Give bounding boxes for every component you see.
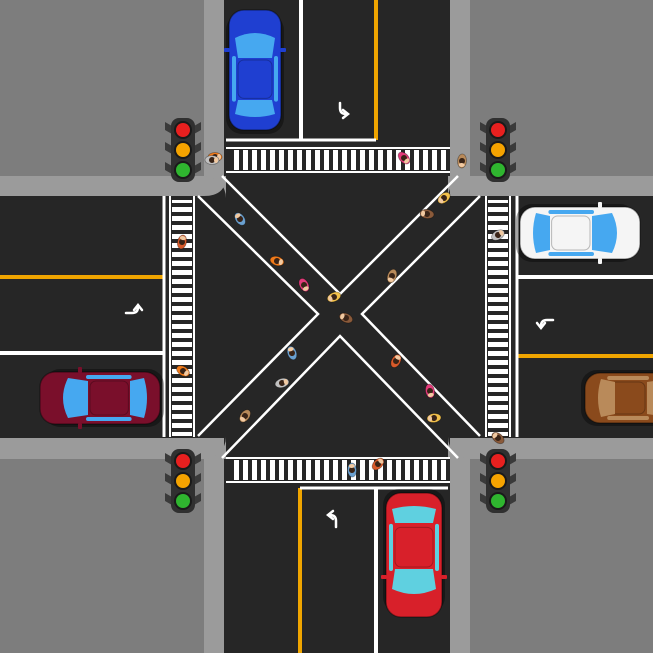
pedestrian [386, 268, 398, 284]
green-lamp [176, 494, 190, 508]
red-lamp [176, 454, 190, 468]
amber-lamp [491, 143, 505, 157]
pedestrian [274, 377, 290, 389]
pedestrian [176, 365, 190, 377]
car-white-eastbound-lane [516, 202, 641, 264]
pedestrian [426, 413, 442, 423]
crosswalk-north [230, 150, 448, 170]
pedestrian [338, 312, 354, 324]
arrow-south-left-turn [325, 509, 338, 529]
traffic-lights [165, 118, 516, 513]
vehicles [39, 9, 653, 618]
pedestrian [424, 383, 436, 399]
pedestrian [347, 462, 357, 478]
traffic-light-northeast [480, 118, 516, 182]
pedestrian [234, 212, 246, 226]
green-lamp [491, 163, 505, 177]
car-brown-partial [581, 370, 653, 426]
red-lamp [491, 454, 505, 468]
arrow-north-right-turn [338, 101, 351, 120]
pedestrian [286, 345, 298, 361]
pedestrian [326, 291, 342, 303]
car-maroon-westbound-lane [39, 367, 164, 429]
traffic-light-southwest [165, 449, 201, 513]
arrow-east-left-turn [535, 318, 555, 331]
pedestrian [491, 431, 505, 445]
pedestrian [390, 354, 402, 368]
amber-lamp [176, 474, 190, 488]
pedestrian [298, 278, 310, 292]
crosswalk-south [230, 460, 448, 480]
pedestrian [419, 209, 435, 219]
car-red-southbound-lane [381, 489, 447, 618]
crosswalk-east [488, 200, 508, 436]
arrow-west-right-turn [124, 302, 144, 315]
crosswalks [169, 147, 511, 483]
amber-lamp [491, 474, 505, 488]
red-lamp [491, 123, 505, 137]
crosswalk-west [172, 200, 192, 436]
lane-arrows [124, 101, 555, 529]
pedestrian [204, 155, 220, 165]
pedestrian [371, 457, 385, 471]
pedestrian [239, 409, 251, 423]
green-lamp [491, 494, 505, 508]
traffic-light-northwest [165, 118, 201, 182]
traffic-light-southeast [480, 449, 516, 513]
red-lamp [176, 123, 190, 137]
green-lamp [176, 163, 190, 177]
pedestrian [397, 151, 411, 165]
amber-lamp [176, 143, 190, 157]
pedestrian [457, 153, 467, 169]
pedestrian [437, 191, 451, 205]
pedestrian [491, 229, 505, 241]
pedestrian [176, 234, 188, 250]
pedestrians [176, 151, 505, 478]
car-blue-northbound-lane [224, 9, 286, 134]
pedestrian [269, 255, 285, 267]
